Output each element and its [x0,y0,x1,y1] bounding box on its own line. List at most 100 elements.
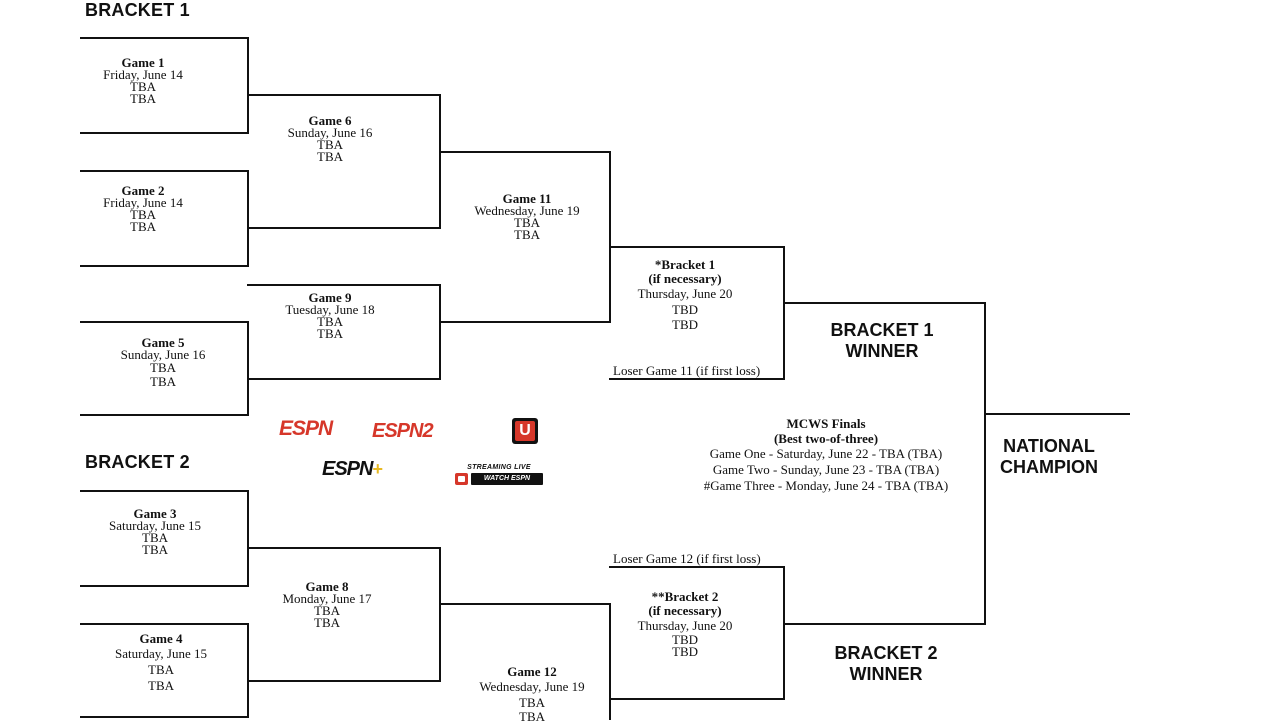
game-title: Game 6 [308,113,352,128]
game-team: TBA [142,542,168,557]
game-date: Sunday, June 16 [287,125,373,140]
bracket-line [80,490,249,492]
national-champion-label: NATIONAL CHAMPION [989,436,1109,478]
game-team: TBA [317,314,343,329]
game-team: TBA [130,91,156,106]
bracket-line [80,132,249,134]
game-date: Tuesday, June 18 [285,302,375,317]
game-3: Game 3 Saturday, June 15 TBA TBA [92,506,218,557]
bracket-line [247,170,249,267]
bracket-line [609,151,611,323]
game-2: Game 2 Friday, June 14 TBA TBA [80,184,206,234]
game-title: Game 11 [502,191,552,206]
espn-plus-logo: ESPN+ [322,458,383,481]
loser-game-11-note: Loser Game 11 (if first loss) [613,363,761,378]
game-9: Game 9 Tuesday, June 18 TBA TBA [265,290,395,340]
game-team: TBA [519,695,545,710]
game-team: TBA [130,219,156,234]
game-1: Game 1 Friday, June 14 TBA TBA [80,55,206,106]
game-team: TBA [130,207,156,222]
bracket-line [247,378,441,380]
bracket-line [609,603,611,720]
bracket-line [80,321,249,323]
bracket-2-header: BRACKET 2 [85,452,190,472]
game-date: Saturday, June 15 [115,646,207,661]
champion-line: NATIONAL [1003,436,1095,456]
espnu-logo: U [512,418,538,444]
game-date: Wednesday, June 19 [479,679,585,694]
game-team: TBD [672,632,698,647]
game-team: TBA [130,79,156,94]
bracket-line [247,623,249,718]
game-12: Game 12 Wednesday, June 19 TBA TBA [467,664,597,724]
game-team: TBD [672,302,698,317]
espn2-logo: ESPN2 [372,420,434,442]
game-6: Game 6 Sunday, June 16 TBA TBA [265,113,395,164]
bracket-line [783,302,986,304]
game-title: Game 1 [121,55,165,70]
game-team: TBA [317,149,343,164]
bracket-line [247,680,441,682]
game-title: *Bracket 1 [654,257,716,272]
espn-logo: ESPN [279,417,333,440]
bracket-line [984,302,986,625]
game-team: TBD [672,644,698,659]
game-date: Friday, June 14 [103,195,183,210]
winner-line: WINNER [845,341,919,361]
bracket-line [247,37,249,134]
bracket-line [439,547,441,682]
game-title: **Bracket 2 [651,589,719,604]
game-title: Game 3 [133,506,177,521]
game-title: Game 8 [305,579,349,594]
game-subtitle: (if necessary) [648,271,722,286]
game-date: Wednesday, June 19 [474,203,580,218]
bracket-2-winner-label: BRACKET 2 WINNER [816,643,956,685]
watch-espn-logo: STREAMING LIVE WATCH ESPN [455,464,543,485]
bracket-line [247,547,441,549]
game-team: TBD [672,317,698,332]
bracket-line [80,716,249,718]
bracket-line [247,227,441,229]
game-11: Game 11 Wednesday, June 19 TBA TBA [462,191,592,242]
bracket-line [439,284,441,380]
bracket-line [80,265,249,267]
game-title: Game 5 [141,335,185,350]
bracket-line [247,94,441,96]
game-team: TBA [514,215,540,230]
finals-game-two: Game Two - Sunday, June 23 - TBA (TBA) [712,462,940,477]
bracket-line [609,566,785,568]
game-title: Game 12 [507,664,557,679]
game-team: TBA [148,678,174,693]
bracket-1-winner-label: BRACKET 1 WINNER [812,320,952,362]
bracket-line [80,170,249,172]
bracket-line [247,490,249,587]
game-team: TBA [150,374,176,389]
game-team: TBA [148,662,174,677]
streaming-live-text: STREAMING LIVE [467,464,531,471]
game-title: Game 9 [308,290,352,305]
bracket-line [439,321,611,323]
bracket-line [439,94,441,229]
game-team: TBA [317,137,343,152]
bracket-line [80,585,249,587]
bracket-line [984,413,1130,415]
loser-game-12-note: Loser Game 12 (if first loss) [613,551,761,566]
finals-game-one: Game One - Saturday, June 22 - TBA (TBA) [709,446,943,461]
mcws-finals-info: MCWS Finals (Best two-of-three) Game One… [686,416,966,494]
game-date: Friday, June 14 [103,67,183,82]
winner-line: BRACKET 1 [830,320,934,340]
game-team: TBA [314,603,340,618]
game-date: Thursday, June 20 [637,286,733,301]
watch-espn-badge: WATCH ESPN [471,473,543,485]
champion-line: CHAMPION [1000,457,1098,477]
espn-plus-wordmark: ESPN [322,458,373,480]
game-team: TBA [314,615,340,630]
game-team: TBA [514,227,540,242]
bracket-line [783,623,986,625]
bracket-2-if-necessary: **Bracket 2 (if necessary) Thursday, Jun… [620,589,750,659]
bracket-1-if-necessary: *Bracket 1 (if necessary) Thursday, June… [620,257,750,332]
bracket-1-header: BRACKET 1 [85,0,190,20]
game-date: Saturday, June 15 [109,518,201,533]
espnu-letter: U [515,421,535,441]
winner-line: BRACKET 2 [834,643,938,663]
